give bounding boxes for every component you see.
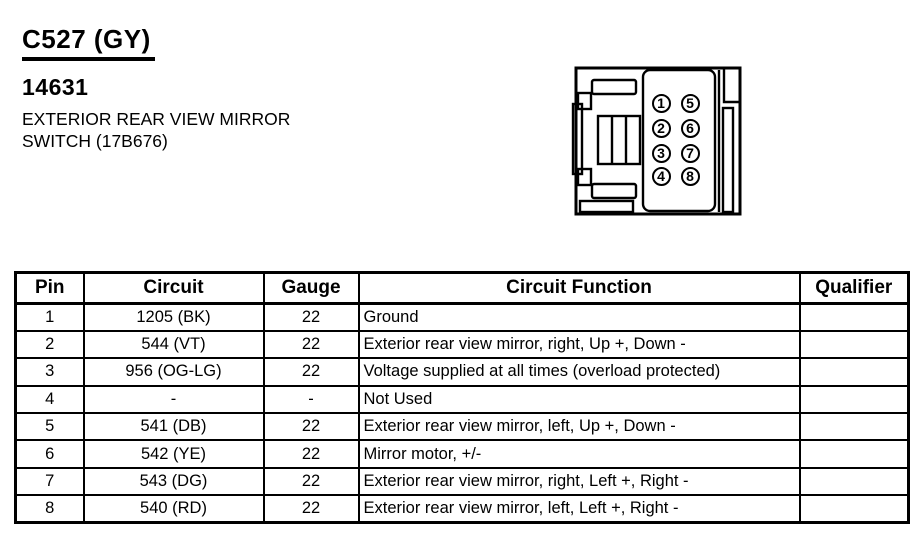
- connector-spring-bar: [571, 102, 584, 176]
- table-cell: [798, 412, 910, 442]
- table-cell: 543 (DG): [82, 466, 265, 497]
- column-header-circuit-function: Circuit Function: [357, 271, 801, 305]
- table-cell: 22: [262, 494, 360, 524]
- pinout-table: Pin Circuit Gauge Circuit Function Quali…: [14, 271, 910, 525]
- table-cell: 22: [262, 439, 360, 469]
- table-cell: 2: [14, 329, 85, 360]
- table-cell: Exterior rear view mirror, left, Left +,…: [357, 494, 801, 524]
- connector-base-bar: [578, 199, 635, 214]
- table-cell: 22: [262, 302, 360, 332]
- connector-pin-2: 2: [651, 118, 671, 138]
- column-header-circuit: Circuit: [82, 271, 265, 305]
- connector-pin-8: 8: [680, 166, 700, 186]
- table-cell: 22: [262, 466, 360, 497]
- connector-pin-6: 6: [680, 118, 700, 138]
- connector-housing-drawing: [571, 66, 742, 216]
- table-cell: Exterior rear view mirror, right, Left +…: [357, 466, 801, 497]
- table-cell: 22: [262, 357, 360, 387]
- table-cell: 1: [14, 302, 85, 332]
- table-cell: 1205 (BK): [82, 302, 265, 332]
- table-cell: 8: [14, 494, 85, 524]
- description-line-2: SWITCH (17B676): [22, 131, 168, 151]
- table-cell: Mirror motor, +/-: [357, 439, 801, 469]
- table-cell: 22: [262, 329, 360, 360]
- description-line-1: EXTERIOR REAR VIEW MIRROR: [22, 109, 291, 129]
- column-header-gauge: Gauge: [262, 271, 360, 305]
- table-cell: Exterior rear view mirror, right, Up +, …: [357, 329, 801, 360]
- table-cell: [798, 357, 910, 387]
- table-cell: [798, 302, 910, 332]
- connector-cell-block: [596, 114, 642, 166]
- table-cell: 956 (OG-LG): [82, 357, 265, 387]
- table-cell: Ground: [357, 302, 801, 332]
- table-cell: Voltage supplied at all times (overload …: [357, 357, 801, 387]
- connector-bottom-step: [576, 167, 593, 187]
- table-row: 4--Not Used: [14, 384, 910, 415]
- table-header-row: Pin Circuit Gauge Circuit Function Quali…: [14, 271, 910, 305]
- table-cell: [798, 384, 910, 415]
- part-number: 14631: [22, 74, 89, 100]
- connector-pin-3: 3: [651, 143, 671, 163]
- table-cell: 542 (YE): [82, 439, 265, 469]
- table-cell: 7: [14, 466, 85, 497]
- table-cell: [798, 494, 910, 524]
- table-cell: 22: [262, 412, 360, 442]
- connector-top-slot: [590, 78, 638, 96]
- connector-pin-panel: [641, 68, 717, 213]
- connector-pin-7: 7: [680, 143, 700, 163]
- table-cell: 540 (RD): [82, 494, 265, 524]
- table-cell: 544 (VT): [82, 329, 265, 360]
- table-cell: -: [82, 384, 265, 415]
- connector-bottom-slot: [590, 182, 638, 200]
- column-header-qualifier: Qualifier: [798, 271, 910, 305]
- table-cell: 4: [14, 384, 85, 415]
- connector-pin-4: 4: [651, 166, 671, 186]
- table-cell: 6: [14, 439, 85, 469]
- table-cell: [798, 439, 910, 469]
- table-cell: 3: [14, 357, 85, 387]
- table-cell: [798, 329, 910, 360]
- table-cell: 5: [14, 412, 85, 442]
- column-header-pin: Pin: [14, 271, 85, 305]
- connector-right-tab: [722, 69, 739, 104]
- connector-outer-shell: [574, 66, 742, 216]
- connector-id-title: C527 (GY): [22, 24, 155, 61]
- connector-pin-1: 1: [651, 93, 671, 113]
- connector-right-bar: [721, 106, 735, 214]
- table-cell: [798, 466, 910, 497]
- table-cell: -: [262, 384, 360, 415]
- connector-pin-5: 5: [680, 93, 700, 113]
- component-description: EXTERIOR REAR VIEW MIRROR SWITCH (17B676…: [22, 108, 290, 152]
- connector-top-step: [576, 91, 593, 111]
- table-cell: Exterior rear view mirror, left, Up +, D…: [357, 412, 801, 442]
- table-cell: Not Used: [357, 384, 801, 415]
- table-cell: 541 (DB): [82, 412, 265, 442]
